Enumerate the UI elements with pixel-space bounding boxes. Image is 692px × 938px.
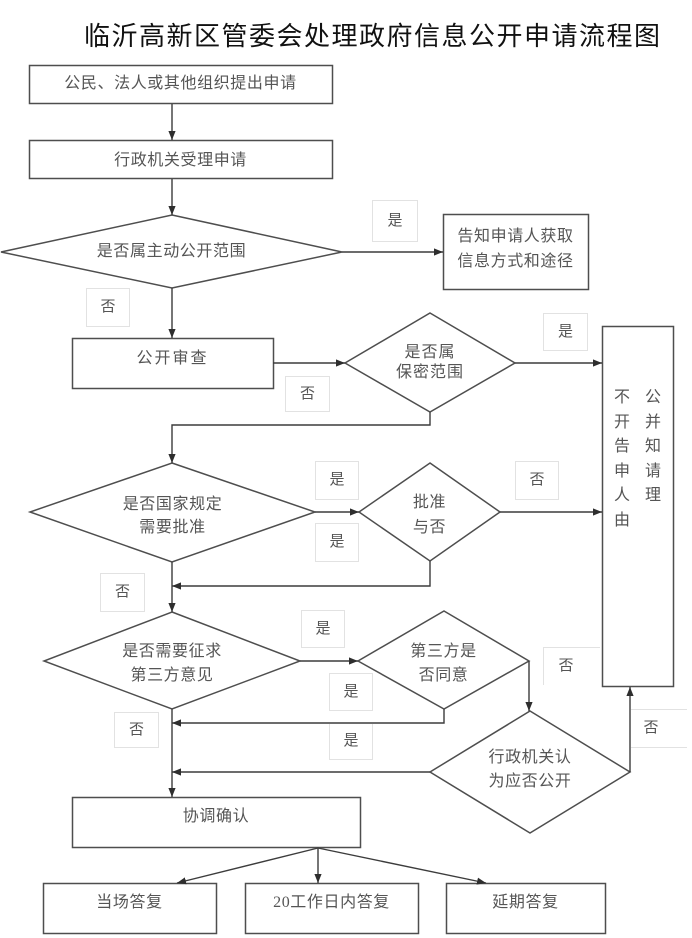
node-is-confidential-text: 是否属 保密范围 [345,313,515,412]
edge-label-no: 否 [543,647,600,685]
edge-label-no: 否 [285,376,330,412]
node-coordinate-box [71,796,362,849]
node-apply-box [28,64,334,105]
edge-label-yes: 是 [315,461,359,500]
node-is-confidential-line-2: 保密范围 [395,363,464,381]
node-reply-immediate-line: 当场答复 [96,894,163,911]
edge-label-no: 否 [86,288,130,327]
node-needs-third-party-line-1: 是否需要征求 [122,642,222,660]
node-agency-decides-text: 行政机关认 为应否公开 [430,711,630,833]
node-inform-method-box [442,213,590,291]
edge-label-yes: 是 [329,724,373,760]
edge-label-no: 否 [515,461,559,500]
node-reply-immediate-text: 当场答复 [43,883,216,933]
node-coordinate-text: 协调确认 [72,797,360,847]
node-inform-method-line-1: 告知申请人获取 [457,227,574,245]
node-apply-line: 公民、法人或其他组织提出申请 [64,75,297,92]
node-refuse-box [601,325,675,688]
edge-label-yes: 是 [543,313,588,351]
edge-third-party-agrees-to-coordinate [172,709,445,727]
node-accept-line: 行政机关受理申请 [114,151,247,169]
page-title: 临沂高新区管委会处理政府信息公开申请流程图 [84,21,662,51]
node-inform-method-line-2: 信息方式和途径 [457,252,574,270]
node-agency-decides-diamond [428,710,632,834]
edge-label-yes: 是 [315,523,359,562]
node-needs-approval-line-1: 是否国家规定 [122,495,223,513]
node-is-confidential-line-1: 是否属 [404,343,456,361]
node-accept-box [28,139,334,180]
edge-coordinate-to-reply-extended [317,847,487,885]
node-refuse-text: 不公开并告知申请人理由 [614,389,677,529]
node-needs-third-party-line-2: 第三方意见 [130,666,214,684]
edge-label-yes: 是 [329,673,373,711]
node-agency-decides-line-2: 为应否公开 [488,773,572,790]
node-reply-extended-text: 延期答复 [446,883,605,933]
edge-label-yes: 是 [301,610,345,648]
node-agency-decides-line-1: 行政机关认 [488,749,572,766]
node-reply-20-days-box [244,882,420,935]
node-review-box [71,337,275,390]
edges [168,104,634,885]
node-reply-20-days-line: 20工作日内答复 [273,894,390,911]
node-needs-approval-line-2: 需要批准 [139,518,206,536]
node-accept-text: 行政机关受理申请 [29,140,332,178]
node-review-text: 公开审查 [72,338,273,388]
node-is-active-disclosure-line: 是否属主动公开范围 [96,242,247,260]
node-approved-text: 批准 与否 [359,463,500,561]
node-apply-text: 公民、法人或其他组织提出申请 [29,65,332,103]
node-reply-extended-box [445,882,607,935]
node-reply-extended-line: 延期答复 [492,894,559,911]
edge-confidential-to-needs-approval [168,412,431,463]
nodes [0,64,675,935]
node-reply-20-days-text: 20工作日内答复 [245,883,418,933]
node-inform-method-text: 告知申请人获取 信息方式和途径 [443,214,588,289]
node-coordinate-line: 协调确认 [182,808,250,825]
node-needs-approval-text: 是否国家规定 需要批准 [30,463,315,562]
node-third-party-agrees-text: 第三方是 否同意 [358,611,529,709]
node-review-line: 公开审查 [136,350,209,367]
edge-coordinate-to-reply-immediate [176,847,319,885]
node-reply-immediate-box [42,882,218,935]
node-third-party-agrees-line-2: 否同意 [418,667,469,684]
node-approved-line-1: 批准 [412,494,447,511]
edge-approved-to-needs-third-party [172,561,431,590]
node-is-active-disclosure-text: 是否属主动公开范围 [1,215,342,288]
node-needs-third-party-text: 是否需要征求 第三方意见 [44,612,300,709]
node-third-party-agrees-line-1: 第三方是 [410,643,477,660]
edge-label-no: 否 [631,709,687,748]
edge-label-no: 否 [114,712,159,748]
edge-label-no: 否 [100,573,145,612]
node-approved-line-2: 与否 [412,519,447,536]
edge-label-yes: 是 [372,200,418,242]
